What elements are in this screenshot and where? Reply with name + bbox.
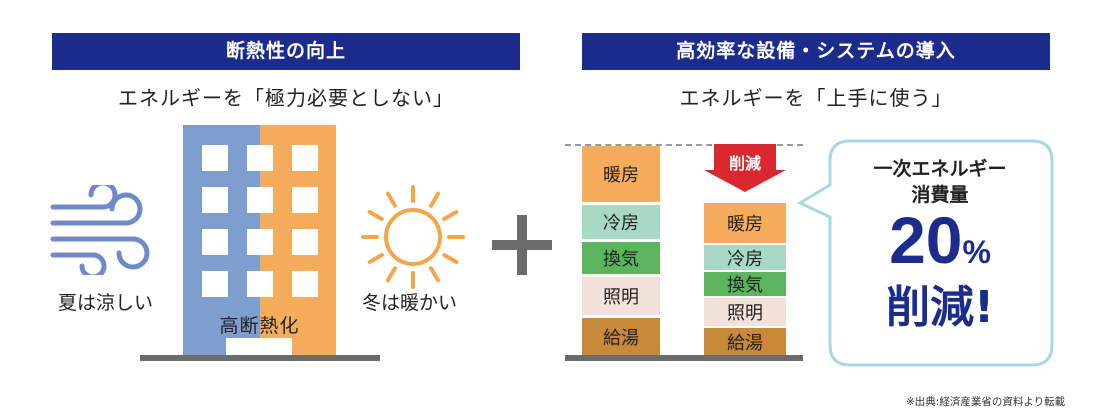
- building-door: [226, 338, 292, 355]
- building-window: [247, 229, 273, 255]
- reduction-arrow-icon: [704, 144, 786, 192]
- ground-line: [140, 355, 380, 361]
- sun-ray: [429, 191, 440, 208]
- summer-label: 夏は涼しい: [58, 292, 154, 314]
- building-window: [202, 145, 228, 171]
- before-lighting: 照明: [582, 277, 660, 315]
- reference-dashed-line: [565, 144, 803, 146]
- sun-icon: [361, 185, 465, 289]
- equipment-subtitle: エネルギーを「上手に使う」: [679, 86, 953, 110]
- sun-ray: [386, 266, 397, 283]
- sun-ray: [386, 191, 397, 208]
- before-hot-water: 給湯: [582, 318, 660, 355]
- sun-ray: [367, 253, 384, 264]
- after-heating: 暖房: [704, 203, 786, 243]
- building-window: [202, 187, 228, 213]
- building-windows: [183, 125, 336, 355]
- sun-ray: [442, 210, 459, 221]
- wind-icon: [50, 185, 150, 275]
- callout-unit: %: [962, 234, 991, 270]
- building-label: 高断熱化: [219, 315, 300, 337]
- before-heating: 暖房: [582, 146, 660, 202]
- before-cooling: 冷房: [582, 205, 660, 239]
- callout-line1: 一次エネルギー: [873, 158, 1007, 180]
- after-lighting: 照明: [704, 298, 786, 326]
- sun-ray: [429, 266, 440, 283]
- callout-bubble: [796, 139, 1054, 367]
- sun-ray: [442, 253, 459, 264]
- building-window: [292, 271, 318, 297]
- after-hot-water: 給湯: [704, 328, 786, 355]
- plus-sign-vertical: [517, 215, 527, 275]
- stack-baseline: [565, 355, 803, 361]
- callout-percentage: 20%: [830, 203, 1050, 277]
- building-window: [292, 145, 318, 171]
- after-ventilation: 換気: [704, 272, 786, 296]
- insulation-subtitle: エネルギーを「極力必要としない」: [118, 86, 454, 110]
- before-ventilation: 換気: [582, 242, 660, 274]
- insulation-header: 断熱性の向上: [52, 33, 520, 70]
- equipment-header: 高効率な設備・システムの導入: [582, 33, 1050, 70]
- building-window: [247, 187, 273, 213]
- building-window: [247, 145, 273, 171]
- building-window: [202, 271, 228, 297]
- building-window: [292, 187, 318, 213]
- after-cooling: 冷房: [704, 245, 786, 270]
- winter-label: 冬は暖かい: [362, 292, 458, 314]
- building-window: [292, 229, 318, 255]
- callout-line2: 消費量: [911, 184, 969, 206]
- callout-number: 20: [889, 203, 963, 277]
- building-window: [202, 229, 228, 255]
- reduction-arrow-label: 削減: [728, 154, 761, 173]
- building-window: [247, 271, 273, 297]
- sun-ray: [367, 210, 384, 221]
- source-note: ※出典:経済産業省の資料より転載: [906, 396, 1066, 408]
- callout-reduction: 削減!: [885, 282, 995, 333]
